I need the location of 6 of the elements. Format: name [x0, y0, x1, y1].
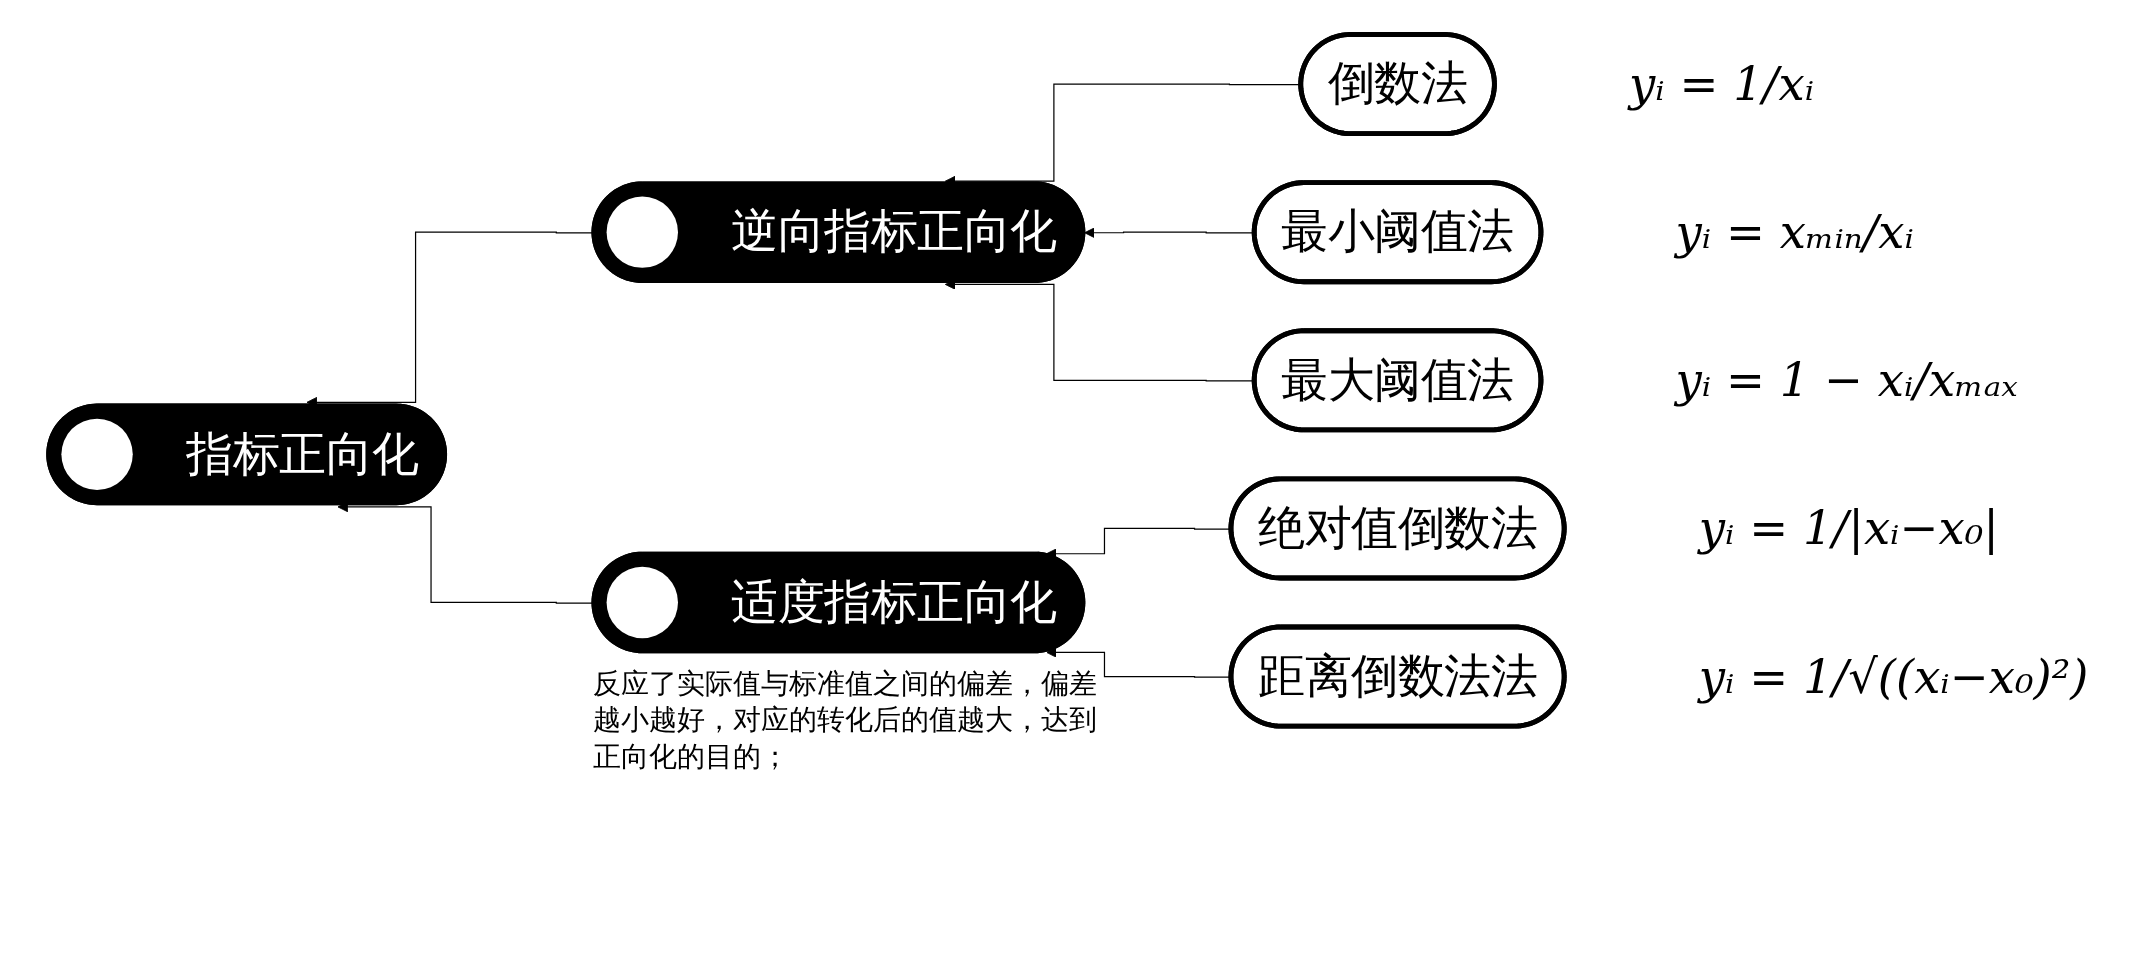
note-text: 反应了实际值与标准值之间的偏差，偏差越小越好，对应的转化后的值越大，达到正向化的目的； — [592, 666, 1098, 775]
formula-text: yᵢ = 1 − xᵢ/xₘₐₓ — [1675, 353, 2018, 408]
formula-text: yᵢ = 1/xᵢ — [1629, 57, 1815, 112]
formula-text: yᵢ = 1/√((xᵢ−x₀)²) — [1698, 649, 2089, 704]
formula-text: yᵢ = 1/|xᵢ−x₀| — [1698, 501, 1999, 556]
formula-text: yᵢ = xₘᵢₙ/xᵢ — [1675, 205, 1914, 260]
